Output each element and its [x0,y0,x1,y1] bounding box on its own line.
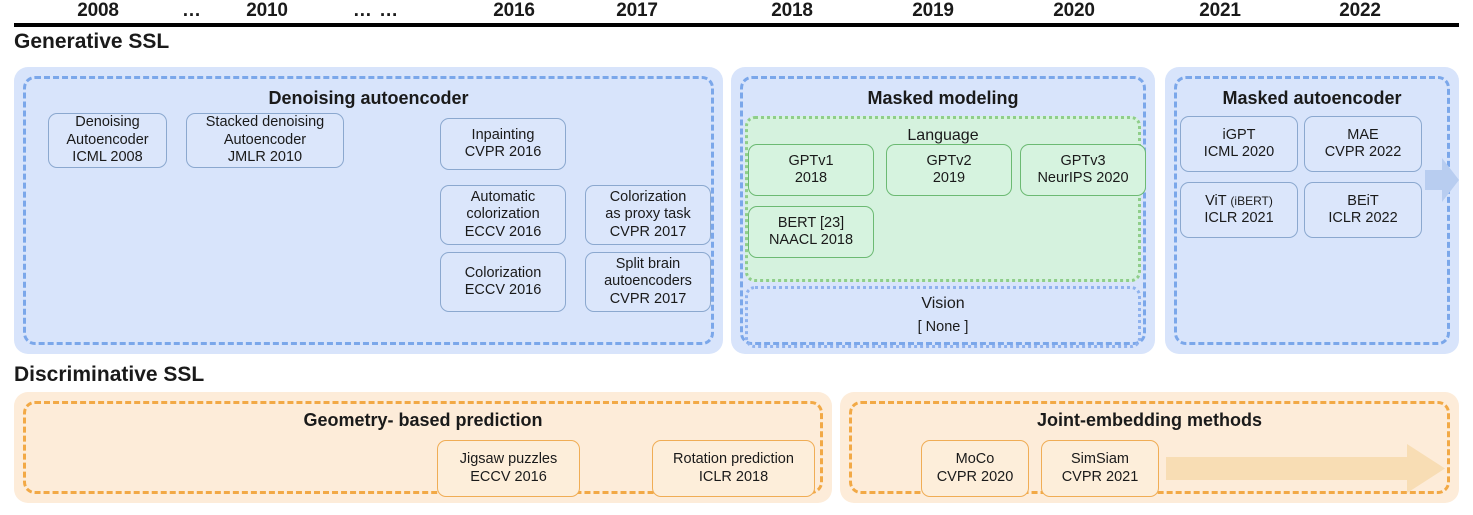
card-line: NAACL 2018 [768,232,854,248]
card-line: Colorization [609,188,687,205]
card-line: BERT [23] [777,214,845,231]
panel-title-geometry-based-prediction: Geometry- based prediction [303,410,543,430]
timeline-year-2019: 2019 [912,0,954,21]
card-line: GPTv2 [926,152,972,169]
card-line: BEiT [1347,192,1379,209]
timeline-ellipsis: … … [352,0,400,21]
card-line: CVPR 2017 [609,290,687,307]
timeline-year-2016: 2016 [493,0,535,21]
card-line: ICLR 2022 [1328,210,1398,226]
card-line: MAE [1347,126,1379,143]
panel-title-denoising-autoencoder: Denoising autoencoder [268,88,469,108]
panel-title-masked-modeling: Masked modeling [867,88,1019,108]
long-right-arrow-icon [1166,444,1445,493]
card-line: 2018 [794,170,828,186]
card-bert-23[interactable]: BERT [23]NAACL 2018 [748,206,874,258]
timeline-year-2021: 2021 [1199,0,1241,21]
card-line: ECCV 2016 [464,282,542,298]
card-line: Autoencoder [223,131,307,148]
subgroup-note-vision: [ None ] [917,319,969,335]
card-line: ICLR 2018 [698,468,769,485]
card-line: JMLR 2010 [227,149,303,166]
card-line: colorization [466,206,540,223]
card-line: ViT (iBERT) [1205,192,1273,209]
card-line: as proxy task [605,206,691,223]
card-line: CVPR 2016 [464,144,542,160]
timeline-axis: 2008 … 2010 … … 2016 2017 2018 2019 2020 2021 2022 [0,0,1473,27]
panel-title-joint-embedding-methods: Joint-embedding methods [1037,410,1262,430]
card-line: ICML 2020 [1203,144,1275,160]
card-line: SimSiam [1070,451,1129,467]
section-heading-discriminative: Discriminative SSL [14,363,205,386]
card-line: Automatic [470,188,536,205]
card-line: ECCV 2016 [464,223,542,240]
card-line: CVPR 2022 [1324,144,1402,160]
section-heading-generative: Generative SSL [14,30,170,53]
card-line: 2019 [932,170,966,186]
timeline-year-2018: 2018 [771,0,813,21]
timeline-year-labels: 2008 … 2010 … … 2016 2017 2018 2019 2020 2021 2022 [0,0,1473,22]
subgroup-vision[interactable]: Vision [ None ] [745,286,1141,348]
subgroup-title-vision: Vision [921,295,965,312]
card-line: GPTv3 [1060,152,1106,169]
panel-title-masked-autoencoder: Masked autoencoder [1222,88,1402,108]
timeline-year-2020: 2020 [1053,0,1095,21]
card-line: ICLR 2021 [1204,210,1274,226]
card-line: Autoencoder [66,131,149,148]
timeline-year-2010: 2010 [246,0,288,21]
card-line: ICML 2008 [72,149,143,166]
subgroup-title-language: Language [907,127,979,144]
card-line: NeurIPS 2020 [1037,170,1129,186]
card-vit-ibert[interactable]: ViT (iBERT)ICLR 2021 [1180,182,1298,238]
timeline-year-2017: 2017 [616,0,658,21]
card-line: Denoising [75,114,140,131]
card-line: Jigsaw puzzles [459,451,558,467]
card-line: autoencoders [604,273,692,290]
card-line: CVPR 2020 [936,468,1014,485]
card-line: Inpainting [471,126,535,143]
timeline-year-2008: 2008 [77,0,119,21]
card-line: Stacked denoising [205,114,325,131]
card-line: Colorization [464,264,542,281]
card-line-subtext: (iBERT) [1230,193,1273,208]
card-line: ECCV 2016 [470,468,547,485]
timeline-rule [14,23,1459,27]
card-line: CVPR 2021 [1061,468,1139,485]
card-line: Split brain [615,255,681,272]
card-line: GPTv1 [788,152,834,169]
right-arrow-icon [1425,158,1459,202]
card-line: CVPR 2017 [609,223,687,240]
timeline-ellipsis: … [182,0,202,21]
card-line: Rotation prediction [673,451,794,467]
card-line: iGPT [1222,126,1256,143]
timeline-year-2022: 2022 [1339,0,1381,21]
card-line: MoCo [955,451,995,467]
